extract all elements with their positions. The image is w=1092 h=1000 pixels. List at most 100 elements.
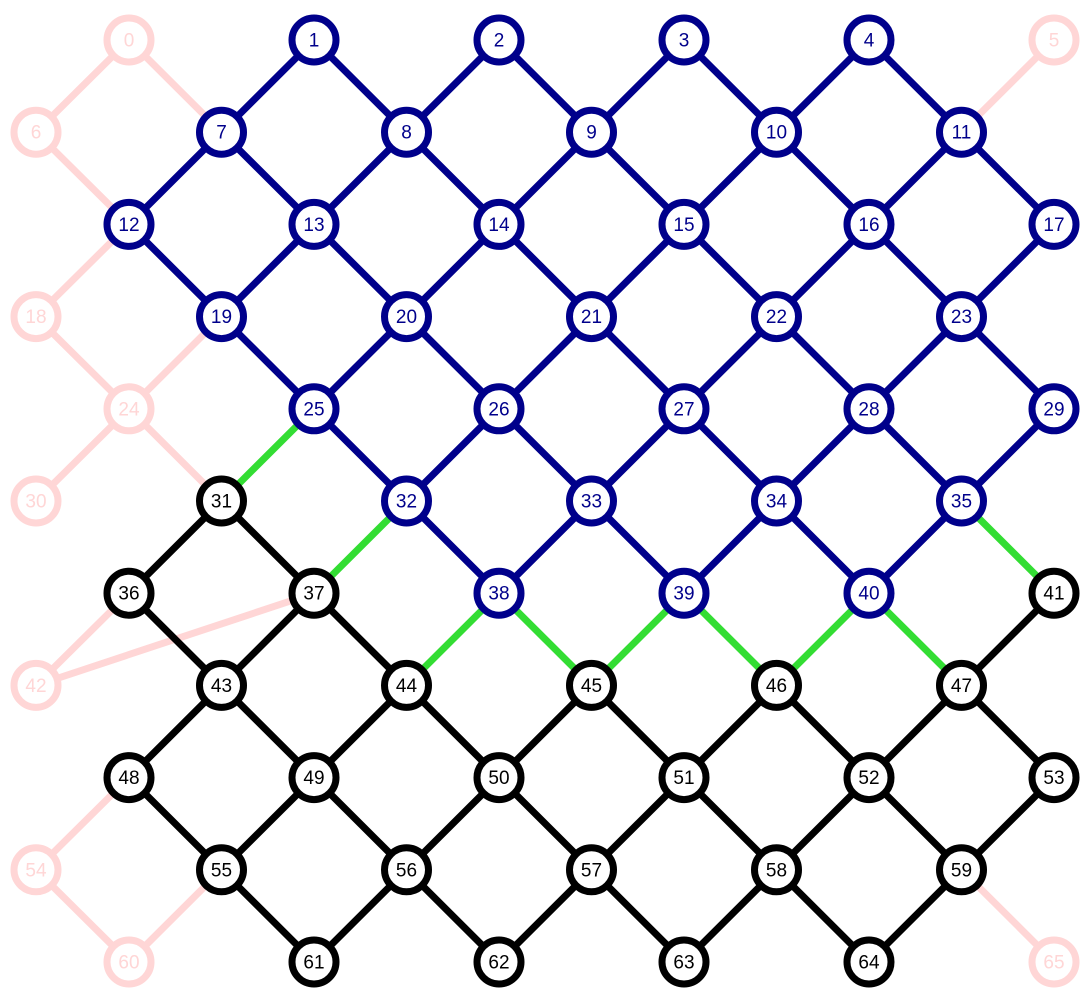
node-label: 46: [766, 676, 787, 697]
node-circle: [751, 291, 802, 343]
node-circle: [566, 106, 617, 158]
node-label: 0: [124, 31, 135, 52]
node-label: 51: [673, 768, 694, 789]
node-label: 36: [118, 584, 139, 605]
node-circle: [751, 844, 802, 896]
node-circle: [936, 291, 987, 343]
node-label: 58: [766, 860, 787, 881]
node-circle: [843, 752, 895, 804]
node-3: 3: [658, 14, 710, 66]
node-circle: [658, 567, 710, 619]
node-47: 47: [936, 659, 987, 711]
node-label: 21: [581, 307, 602, 328]
node-33: 33: [566, 475, 617, 527]
node-label: 19: [211, 307, 232, 328]
node-53: 53: [1028, 752, 1080, 804]
node-circle: [751, 659, 802, 711]
node-label: 27: [673, 399, 694, 420]
node-label: 54: [25, 860, 47, 881]
node-label: 13: [303, 215, 324, 236]
node-circle: [103, 567, 155, 619]
node-21: 21: [566, 291, 617, 343]
node-label: 20: [396, 307, 417, 328]
node-10: 10: [751, 106, 802, 158]
node-circle: [196, 106, 247, 158]
node-label: 4: [864, 31, 875, 52]
node-label: 56: [396, 860, 417, 881]
node-circle: [751, 475, 802, 527]
node-circle: [936, 475, 987, 527]
node-circle: [381, 106, 432, 158]
node-circle: [1028, 936, 1080, 988]
node-label: 17: [1043, 215, 1064, 236]
node-label: 61: [303, 953, 324, 974]
node-label: 24: [118, 399, 140, 420]
node-31: 31: [196, 475, 247, 527]
node-circle: [843, 198, 895, 250]
node-circle: [843, 567, 895, 619]
node-circle: [473, 14, 525, 66]
node-circle: [288, 14, 340, 66]
node-circle: [751, 106, 802, 158]
node-20: 20: [381, 291, 432, 343]
node-label: 10: [766, 123, 787, 144]
node-circle: [10, 844, 62, 896]
node-17: 17: [1028, 198, 1080, 250]
node-label: 9: [586, 123, 597, 144]
node-label: 53: [1043, 768, 1064, 789]
node-49: 49: [288, 752, 340, 804]
node-14: 14: [473, 198, 525, 250]
node-circle: [566, 659, 617, 711]
node-circle: [1028, 198, 1080, 250]
node-56: 56: [381, 844, 432, 896]
node-55: 55: [196, 844, 247, 896]
node-42: 42: [10, 659, 62, 711]
node-43: 43: [196, 659, 247, 711]
node-19: 19: [196, 291, 247, 343]
node-label: 63: [673, 953, 694, 974]
node-50: 50: [473, 752, 525, 804]
node-29: 29: [1028, 383, 1080, 435]
node-27: 27: [658, 383, 710, 435]
node-label: 57: [581, 860, 602, 881]
node-label: 50: [488, 768, 509, 789]
node-label: 45: [581, 676, 602, 697]
node-circle: [473, 752, 525, 804]
node-label: 59: [951, 860, 972, 881]
node-label: 55: [211, 860, 232, 881]
node-label: 12: [118, 215, 139, 236]
node-circle: [566, 475, 617, 527]
node-64: 64: [843, 936, 895, 988]
node-label: 52: [858, 768, 879, 789]
node-label: 30: [25, 492, 46, 513]
node-label: 34: [766, 492, 788, 513]
node-circle: [381, 844, 432, 896]
node-circle: [658, 383, 710, 435]
node-circle: [103, 198, 155, 250]
node-23: 23: [936, 291, 987, 343]
node-label: 14: [488, 215, 510, 236]
edges-layer: [32, 36, 1058, 966]
node-25: 25: [288, 383, 340, 435]
node-label: 65: [1043, 953, 1064, 974]
node-54: 54: [10, 844, 62, 896]
node-46: 46: [751, 659, 802, 711]
node-38: 38: [473, 567, 525, 619]
node-37: 37: [288, 567, 340, 619]
node-9: 9: [566, 106, 617, 158]
node-circle: [381, 659, 432, 711]
node-circle: [936, 844, 987, 896]
node-label: 26: [488, 399, 509, 420]
node-circle: [1028, 383, 1080, 435]
node-label: 37: [303, 584, 324, 605]
node-60: 60: [103, 936, 155, 988]
node-label: 2: [494, 31, 505, 52]
node-45: 45: [566, 659, 617, 711]
node-6: 6: [10, 106, 62, 158]
node-circle: [103, 936, 155, 988]
node-label: 28: [858, 399, 879, 420]
node-circle: [196, 659, 247, 711]
node-label: 16: [858, 215, 879, 236]
node-circle: [381, 291, 432, 343]
